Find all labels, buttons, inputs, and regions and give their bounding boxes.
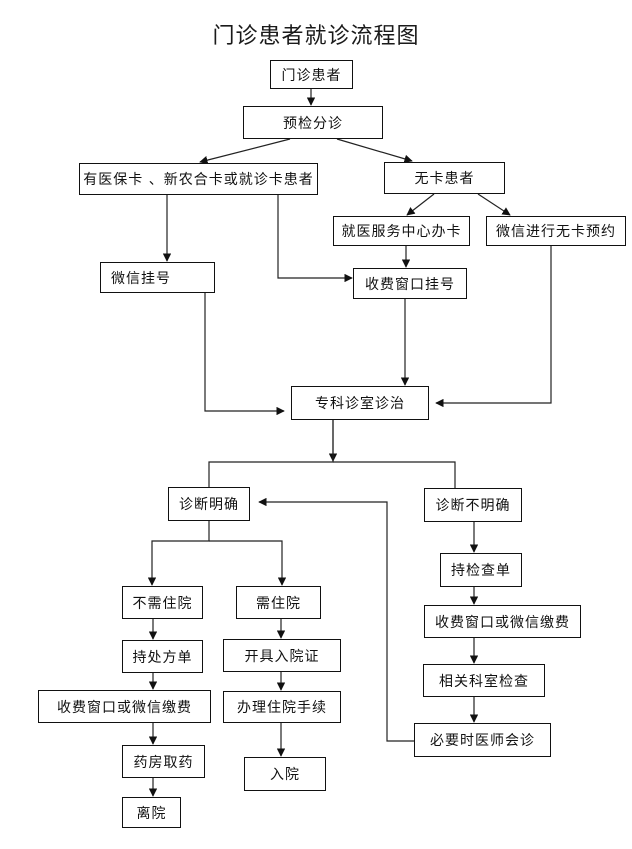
connector-n9-to-n10	[208, 420, 334, 487]
node-admission-certificate: 开具入院证	[223, 639, 341, 672]
node-exam-slip: 持检查单	[440, 553, 522, 587]
node-wechat-no-card-booking: 微信进行无卡预约	[486, 216, 626, 246]
node-no-card-patient: 无卡患者	[384, 162, 505, 194]
connector-n10-to-n13	[209, 540, 287, 586]
connector-n7-to-n9	[204, 293, 285, 416]
node-payment-left: 收费窗口或微信缴费	[38, 690, 211, 723]
node-diagnosis-unclear: 诊断不明确	[424, 488, 522, 522]
node-wechat-registration: 微信挂号	[100, 262, 215, 293]
connector-n9-to-n11	[333, 461, 456, 488]
connector-n4-to-n5	[406, 193, 435, 216]
connector-n10-to-n12	[147, 521, 210, 586]
node-payment-right: 收费窗口或微信缴费	[424, 605, 581, 638]
node-specialist-consultation: 专科诊室诊治	[291, 386, 429, 420]
node-window-registration: 收费窗口挂号	[353, 268, 467, 299]
node-admitted: 入院	[244, 757, 326, 791]
node-pharmacy: 药房取药	[122, 745, 205, 778]
node-leave-hospital: 离院	[122, 797, 181, 828]
node-no-hospitalization: 不需住院	[122, 586, 203, 619]
node-department-exam: 相关科室检查	[423, 664, 545, 697]
node-physician-consultation: 必要时医师会诊	[414, 723, 551, 757]
node-outpatient: 门诊患者	[270, 60, 353, 89]
diagram-title: 门诊患者就诊流程图	[212, 24, 420, 49]
node-needs-hospitalization: 需住院	[236, 586, 321, 619]
node-prescription: 持处方单	[122, 640, 203, 673]
node-card-holder-patient: 有医保卡 、新农合卡或就诊卡患者	[79, 163, 318, 195]
node-pre-triage: 预检分诊	[243, 106, 383, 139]
connector-n2-to-n4	[336, 138, 413, 163]
node-service-center-card: 就医服务中心办卡	[333, 216, 470, 246]
node-diagnosis-clear: 诊断明确	[168, 487, 250, 521]
connector-n4-to-n6	[477, 193, 511, 216]
node-admission-procedures: 办理住院手续	[223, 691, 341, 723]
connector-n2-to-n3	[199, 138, 291, 165]
